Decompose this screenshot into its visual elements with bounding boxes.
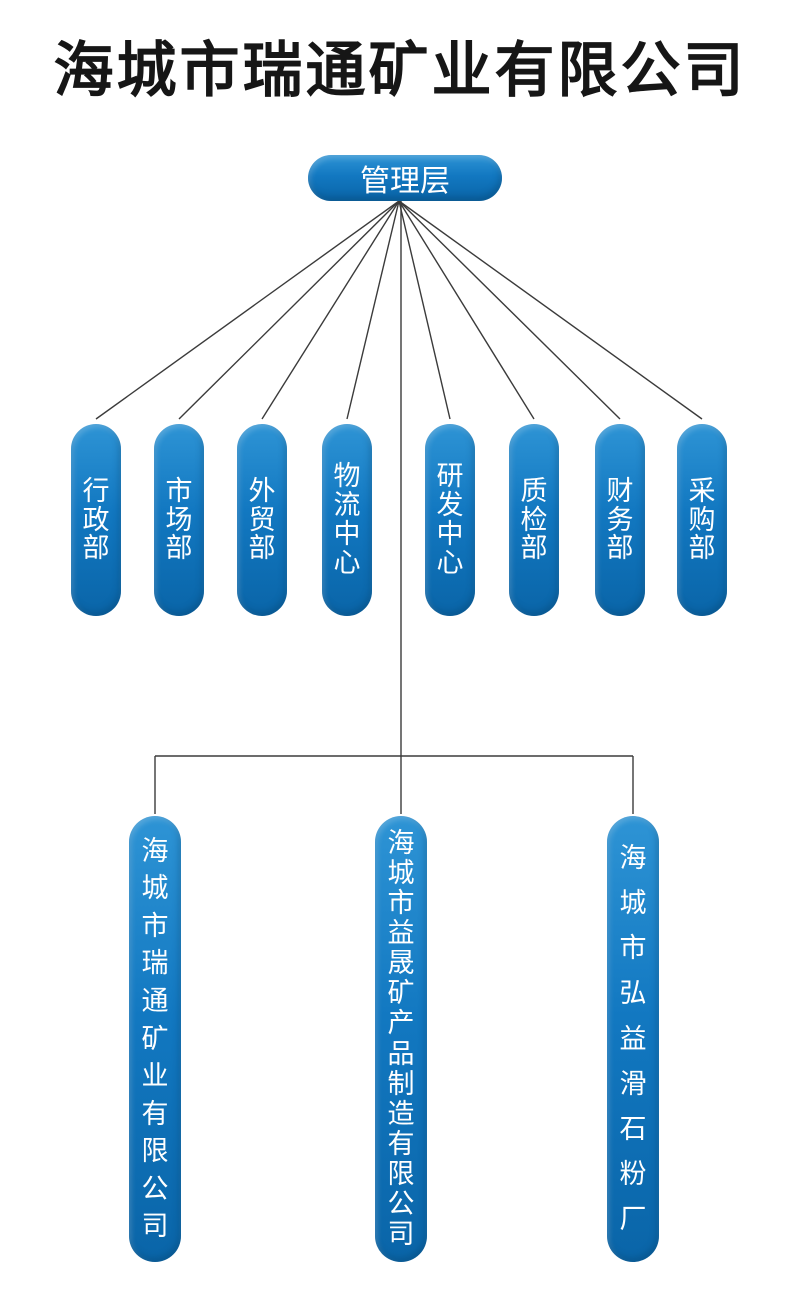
label-char: 司: [387, 1218, 415, 1249]
label-char: 心: [436, 547, 464, 578]
label-char: 益: [619, 1023, 647, 1054]
label-char: 购: [688, 504, 716, 535]
label-char: 场: [165, 504, 193, 535]
connector-line: [398, 200, 451, 420]
label-char: 公: [141, 1173, 169, 1204]
label-char: 产: [387, 1008, 415, 1039]
node-label: 行政部: [71, 424, 121, 616]
label-char: 部: [520, 533, 548, 564]
connector-line: [95, 200, 400, 420]
label-char: 政: [82, 504, 110, 535]
label-char: 司: [141, 1211, 169, 1242]
label-char: 粉: [619, 1158, 647, 1189]
label-char: 有: [141, 1098, 169, 1129]
node-yisheng-mineral-products-company: 海城市益晟矿产品制造有限公司: [375, 816, 427, 1262]
label-char: 部: [606, 533, 634, 564]
node-logistics-center: 物流中心: [322, 424, 372, 616]
label-char: 行: [82, 475, 110, 506]
connector-line: [178, 200, 400, 420]
label-char: 厂: [619, 1203, 647, 1234]
node-management: 管理层: [308, 155, 502, 201]
label-char: 中: [436, 519, 464, 549]
node-finance-dept: 财务部: [595, 424, 645, 616]
label-char: 城: [387, 858, 415, 889]
label-char: 采: [688, 475, 716, 506]
label-char: 市: [619, 933, 647, 964]
label-char: 晟: [387, 948, 415, 979]
connector-line: [346, 200, 400, 420]
label-char: 有: [387, 1128, 415, 1159]
node-procurement-dept: 采购部: [677, 424, 727, 616]
node-label: 海城市益晟矿产品制造有限公司: [375, 816, 427, 1262]
label-char: 制: [387, 1068, 415, 1099]
node-ruitong-mining-company: 海城市瑞通矿业有限公司: [129, 816, 181, 1262]
node-label: 海城市弘益滑石粉厂: [607, 816, 659, 1262]
node-label: 管理层: [360, 165, 450, 198]
label-char: 心: [333, 547, 361, 578]
label-char: 海: [387, 828, 415, 859]
label-char: 物: [333, 461, 361, 492]
node-label: 质检部: [509, 424, 559, 616]
label-char: 限: [141, 1136, 169, 1167]
label-char: 研: [436, 461, 464, 492]
label-char: 品: [387, 1038, 415, 1069]
label-char: 瑞: [141, 948, 169, 979]
label-char: 外: [248, 475, 276, 506]
node-hongyi-talc-factory: 海城市弘益滑石粉厂: [607, 816, 659, 1262]
label-char: 公: [387, 1188, 415, 1219]
label-char: 质: [520, 475, 548, 506]
connector-line: [261, 200, 400, 420]
label-char: 流: [333, 490, 361, 521]
connector-line: [398, 200, 535, 420]
label-char: 造: [387, 1098, 415, 1129]
label-char: 市: [141, 910, 169, 941]
label-char: 部: [688, 533, 716, 564]
node-label: 研发中心: [425, 424, 475, 616]
label-char: 中: [333, 519, 361, 549]
label-char: 财: [606, 475, 634, 506]
node-label: 海城市瑞通矿业有限公司: [129, 816, 181, 1262]
label-char: 限: [387, 1158, 415, 1189]
label-char: 石: [619, 1113, 647, 1144]
label-char: 矿: [387, 978, 415, 1009]
node-label: 市场部: [154, 424, 204, 616]
node-foreign-trade-dept: 外贸部: [237, 424, 287, 616]
label-char: 城: [619, 888, 647, 919]
label-char: 部: [248, 533, 276, 564]
label-char: 海: [619, 843, 647, 874]
label-char: 益: [387, 918, 415, 949]
connector-line: [398, 200, 621, 420]
label-char: 务: [606, 504, 634, 535]
label-char: 海: [141, 835, 169, 866]
label-char: 部: [82, 533, 110, 564]
node-label: 财务部: [595, 424, 645, 616]
label-char: 弘: [619, 978, 647, 1009]
label-char: 滑: [619, 1068, 647, 1099]
page-title: 海城市瑞通矿业有限公司: [53, 36, 747, 106]
label-char: 矿: [141, 1023, 169, 1054]
label-char: 检: [520, 504, 548, 535]
label-char: 发: [436, 490, 464, 521]
node-rnd-center: 研发中心: [425, 424, 475, 616]
node-marketing-dept: 市场部: [154, 424, 204, 616]
label-char: 市: [165, 475, 193, 506]
node-quality-inspection-dept: 质检部: [509, 424, 559, 616]
node-administration-dept: 行政部: [71, 424, 121, 616]
label-char: 部: [165, 533, 193, 564]
label-char: 业: [141, 1061, 169, 1092]
node-label: 采购部: [677, 424, 727, 616]
label-char: 市: [387, 888, 415, 919]
label-char: 贸: [248, 504, 276, 535]
node-label: 外贸部: [237, 424, 287, 616]
node-label: 物流中心: [322, 424, 372, 616]
label-char: 通: [141, 985, 169, 1016]
connector-line: [398, 200, 703, 420]
label-char: 城: [141, 873, 169, 904]
